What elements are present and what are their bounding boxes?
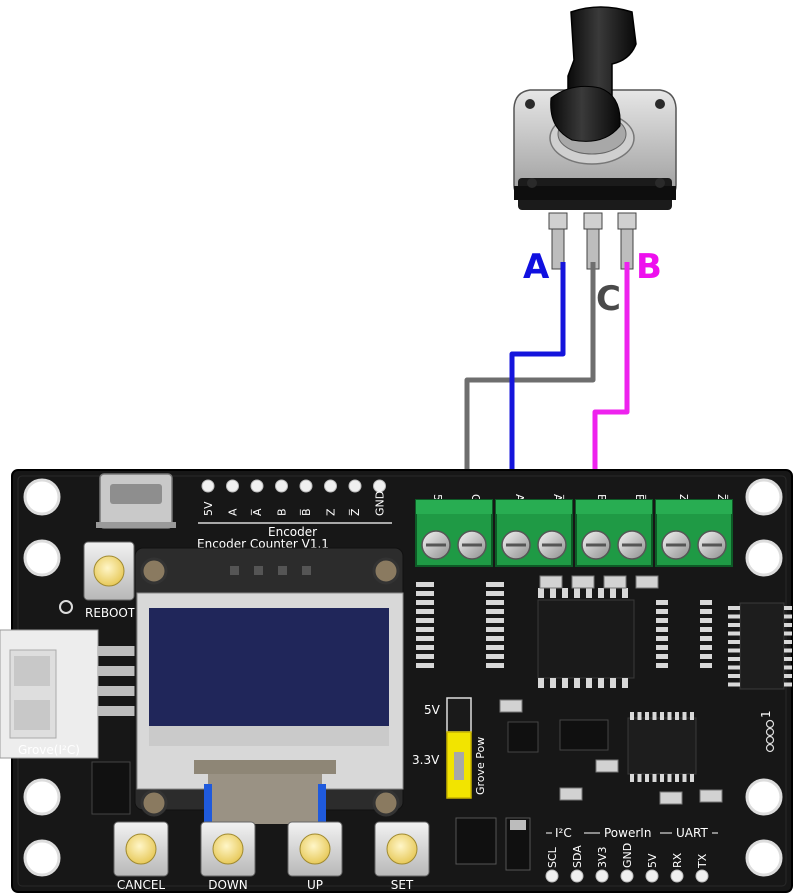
header-pad (348, 479, 362, 493)
header-pin-label: B̅ (300, 508, 313, 516)
group-power: PowerIn (604, 826, 651, 840)
header-pin-label: A (227, 508, 240, 516)
grove-connector: Grove(I²C) (0, 629, 136, 759)
grove-power-jumper[interactable]: 5V 3.3V Grove Pow (412, 697, 487, 799)
pin-label-b: B (636, 247, 662, 287)
terminal-blocks: 5VGNDAA̅BB̅ZZ̅ (415, 494, 733, 567)
terminal-label: Z (677, 494, 690, 502)
bottom-pin-pad (645, 869, 659, 883)
header-title: Encoder (268, 525, 317, 539)
bottom-pin-label: 3V3 (596, 846, 609, 868)
grove-label: Grove(I²C) (18, 743, 80, 757)
header-pin-label: 5V (202, 501, 215, 516)
wire-c (464, 262, 596, 512)
terminal-label: A (513, 494, 526, 502)
header-pin-label: Z (325, 508, 338, 516)
header-pin-label: Z̅ (349, 508, 362, 516)
mounting-holes (23, 478, 783, 877)
pin-one-marker: 1 (759, 710, 773, 718)
oled-screen (149, 608, 389, 726)
set-button[interactable]: SET (374, 821, 430, 892)
bottom-pin-label: RX (671, 852, 684, 868)
oled-display (134, 547, 404, 824)
header-pad (275, 479, 288, 493)
bottom-pin-pad (545, 869, 559, 883)
terminal-label: B (595, 494, 608, 502)
terminal-label: B̅ (633, 494, 646, 502)
encoder-pins (548, 212, 637, 270)
bottom-pin-pad (695, 869, 709, 883)
wire-a (509, 262, 566, 512)
jumper-label: Grove Pow (474, 737, 487, 795)
bottom-pin-pad (620, 869, 634, 883)
header-pad (324, 479, 337, 493)
ic-pins (416, 575, 792, 805)
terminal-label: Z̅ (715, 494, 728, 502)
up-label: UP (307, 878, 323, 892)
pin-label-c: C (596, 279, 621, 319)
bottom-pin-label: SDA (571, 845, 584, 868)
rotary-encoder (513, 6, 677, 270)
down-label: DOWN (208, 878, 248, 892)
reboot-button[interactable]: REBOOT (83, 541, 136, 620)
jumper-5v-label: 5V (424, 703, 441, 717)
bottom-pin-label: GND (621, 843, 634, 868)
bottom-pin-pad (595, 869, 609, 883)
header-pad (226, 479, 239, 493)
bottom-pin-groups: I²C PowerIn UART SCL SDA 3V3 GND 5V RX TX (545, 826, 718, 883)
components (91, 575, 792, 871)
header-pin-label: A̅ (251, 508, 264, 516)
usb-connector (96, 473, 176, 529)
cancel-label: CANCEL (117, 878, 166, 892)
group-i2c: I²C (555, 826, 572, 840)
bottom-pin-pad (570, 869, 584, 883)
cancel-button[interactable]: CANCEL (113, 821, 169, 892)
bottom-pin-label: TX (696, 853, 709, 869)
group-uart: UART (676, 826, 708, 840)
reboot-label: REBOOT (85, 606, 136, 620)
header-pad (299, 479, 313, 493)
bottom-pin-pad (670, 869, 684, 883)
header-pad (250, 479, 264, 493)
terminal-label: A̅ (551, 494, 564, 502)
down-button[interactable]: DOWN (200, 821, 256, 892)
bottom-pin-label: SCL (546, 846, 559, 868)
header-pin-label: GND (374, 491, 387, 516)
header-pin-label: B (276, 508, 289, 516)
bottom-pin-label: 5V (646, 853, 659, 868)
header-pad (201, 479, 215, 493)
up-button[interactable]: UP (287, 821, 343, 892)
jumper-3v3-label: 3.3V (412, 753, 440, 767)
header-pad (373, 479, 386, 493)
pin-label-a: A (523, 247, 550, 287)
set-label: SET (391, 878, 414, 892)
wire-b (592, 262, 630, 512)
wires (464, 262, 630, 512)
